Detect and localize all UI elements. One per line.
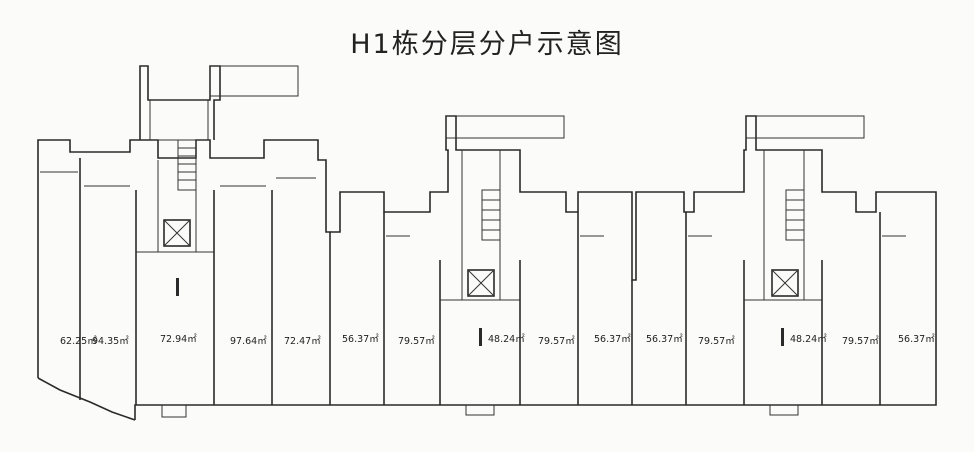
unit-area-label: 79.57㎡ bbox=[698, 336, 735, 347]
unit-area-label: 79.57㎡ bbox=[538, 336, 575, 347]
building-outline bbox=[37, 65, 937, 421]
interior-walls bbox=[40, 99, 906, 418]
unit-area-label: 48.24㎡ bbox=[790, 334, 827, 345]
unit-area-label: 56.37㎡ bbox=[342, 334, 379, 345]
unit-area-label: 72.94㎡ bbox=[160, 334, 197, 345]
unit-area-label: 62.25㎡ bbox=[60, 336, 97, 347]
diagram-title: H1栋分层分户示意图 bbox=[350, 29, 624, 60]
unit-labels: 62.25㎡ 94.35㎡ 72.94㎡ 97.64㎡ 72.47㎡ 56.37… bbox=[60, 334, 935, 347]
unit-area-label: 56.37㎡ bbox=[594, 334, 631, 345]
unit-area-label: 56.37㎡ bbox=[646, 334, 683, 345]
unit-area-label: 79.57㎡ bbox=[842, 336, 879, 347]
unit-area-label: 56.37㎡ bbox=[898, 334, 935, 345]
unit-area-label: 94.35㎡ bbox=[92, 336, 129, 347]
unit-area-label: 97.64㎡ bbox=[230, 336, 267, 347]
unit-area-label: 48.24㎡ bbox=[488, 334, 525, 345]
unit-area-label: 79.57㎡ bbox=[398, 336, 435, 347]
unit-area-label: 72.47㎡ bbox=[284, 336, 321, 347]
